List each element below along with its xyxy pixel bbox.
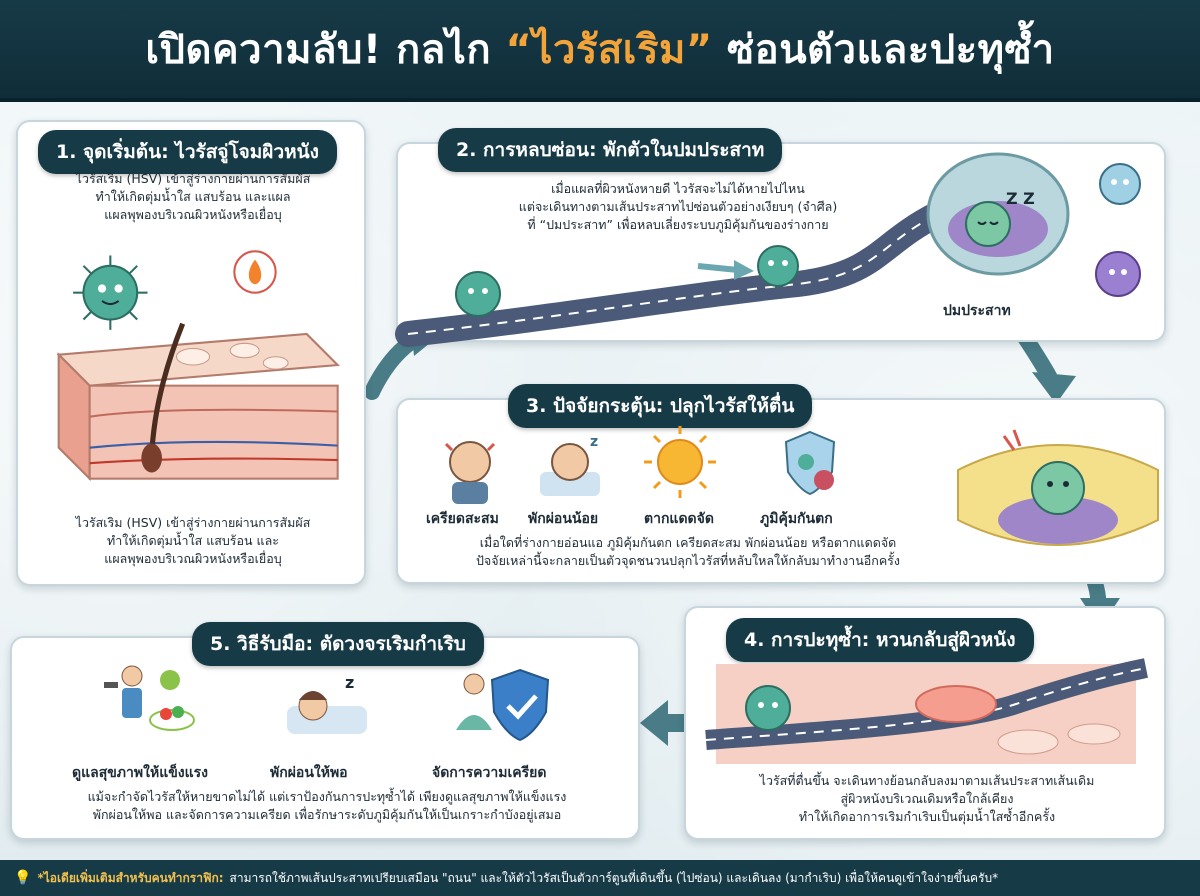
panel-initial-infection: 1. จุดเริ่มต้น: ไวรัสจู่โจมผิวหนัง ไวรัส… (16, 120, 366, 586)
exercise-icon (104, 665, 195, 731)
weak-immunity-icon (784, 430, 836, 496)
panel-1-bottom-line-2: ทำให้เกิดตุ่มน้ำใส แสบร้อน และ (107, 533, 279, 548)
panel-1-bottom-line-3: แผลพุพองบริเวณผิวหนังหรือเยื่อบุ (104, 551, 282, 566)
panel-4-line-1: ไวรัสที่ตื่นขึ้น จะเดินทางย้อนกลับลงมาตา… (759, 773, 1095, 788)
waking-virus-illustration (957, 429, 1159, 546)
panel-3-line-1: เมื่อใดที่ร่างกายอ่อนแอ ภูมิคุ้มกันตก เค… (479, 535, 897, 550)
footer-tip-text: สามารถใช้ภาพเส้นประสาทเปรียบเสมือน "ถนน"… (229, 870, 999, 885)
panel-3-title: 3. ปัจจัยกระตุ้น: ปลุกไวรัสให้ตื่น (508, 384, 813, 428)
panel-3-line-2: ปัจจัยเหล่านี้จะกลายเป็นตัวจุดชนวนปลุกไว… (475, 553, 900, 568)
panel-5-text: แม้จะกำจัดไวรัสให้หายขาดไม่ได้ แต่เราป้อ… (22, 788, 632, 824)
panel-2-line-3: ที่ “ปมประสาท” เพื่อหลบเลี่ยงระบบภูมิคุ้… (527, 217, 829, 232)
page-title: เปิดความลับ! กลไก “ไวรัสเริม” ซ่อนตัวและ… (145, 17, 1054, 81)
panel-4-line-2: สู่ผิวหนังบริเวณเดิมหรือใกล้เคียง (840, 791, 1014, 806)
panel-5-title: 5. วิธีรับมือ: ตัดวงจรเริมกำเริบ (192, 622, 484, 666)
skin-cross-section-illustration (56, 250, 340, 482)
trigger-label-sun: ตากแดดจัด (644, 511, 714, 527)
panel-1-top-line-1: ไวรัสเริม (HSV) เข้าสู่ร่างกายผ่านการสัม… (75, 171, 311, 186)
lightbulb-icon: 💡 (14, 870, 32, 886)
prevention-label-health: ดูแลสุขภาพให้แข็งแรง (72, 765, 209, 781)
panel-recurrence: 4. การปะทุซ้ำ: หวนกลับสู่ผิวหนัง ไวรัสที… (684, 606, 1166, 840)
virus-icon (73, 255, 148, 330)
panel-3-text: เมื่อใดที่ร่างกายอ่อนแอ ภูมิคุ้มกันตก เค… (418, 534, 958, 570)
panel-5-line-2: พักผ่อนให้พอ และจัดการความเครียด เพื่อรั… (92, 807, 562, 822)
recurrence-illustration (705, 658, 1148, 764)
panel-2-title: 2. การหลบซ่อน: พักตัวในปมประสาท (438, 128, 783, 172)
panel-4-title: 4. การปะทุซ้ำ: หวนกลับสู่ผิวหนัง (726, 618, 1034, 662)
walking-virus-icon-2 (757, 245, 799, 287)
prevention-label-rest: พักผ่อนให้พอ (270, 765, 348, 781)
svg-text:z: z (590, 434, 598, 450)
waking-virus-icon (1031, 461, 1085, 515)
arrow-4-to-5-head (640, 700, 668, 746)
panel-1-top-line-3: แผลพุพองบริเวณผิวหนังหรือเยื่อบุ (104, 207, 282, 222)
footer-tip-label: *ไอเดียเพิ่มเติมสำหรับคนทำกราฟิก: (37, 870, 224, 885)
footer-tip: 💡 *ไอเดียเพิ่มเติมสำหรับคนทำกราฟิก: สามา… (0, 860, 1200, 896)
immune-cell-icon-2 (1095, 251, 1141, 297)
trigger-label-stress: เครียดสะสม (426, 511, 499, 527)
panel-prevention: 5. วิธีรับมือ: ตัดวงจรเริมกำเริบ z ดูแลส… (10, 622, 640, 840)
panel-2-line-2: แต่จะเดินทางตามเส้นประสาทไปซ่อนตัวอย่างเ… (518, 199, 838, 214)
returning-virus-icon (745, 685, 791, 731)
sleeping-virus-icon (965, 201, 1011, 247)
walking-virus-icon-1 (455, 271, 501, 317)
panel-2-text: เมื่อแผลที่ผิวหนังหายดี ไวรัสจะไม่ได้หาย… (458, 180, 898, 234)
meditation-shield-icon (456, 668, 550, 742)
trigger-label-immunity: ภูมิคุ้มกันตก (760, 511, 833, 527)
header-banner: เปิดความลับ! กลไก “ไวรัสเริม” ซ่อนตัวและ… (0, 0, 1200, 102)
prevention-label-stress: จัดการความเครียด (432, 765, 547, 781)
panel-4-line-3: ทำให้เกิดอาการเริมกำเริบเป็นตุ่มน้ำใสซ้ำ… (798, 809, 1056, 824)
nerve-road-illustration: Z Z (395, 152, 1141, 347)
title-highlight: “ไวรัสเริม” (505, 27, 713, 73)
panel-1-title: 1. จุดเริ่มต้น: ไวรัสจู่โจมผิวหนัง (38, 130, 337, 174)
title-part-1: เปิดความลับ! กลไก (145, 27, 506, 73)
panel-1-bottom-line-1: ไวรัสเริม (HSV) เข้าสู่ร่างกายผ่านการสัม… (75, 515, 311, 530)
panel-1-text-bottom: ไวรัสเริม (HSV) เข้าสู่ร่างกายผ่านการสัม… (28, 514, 358, 568)
panel-4-text: ไวรัสที่ตื่นขึ้น จะเดินทางย้อนกลับลงมาตา… (696, 772, 1158, 826)
panel-2-line-1: เมื่อแผลที่ผิวหนังหายดี ไวรัสจะไม่ได้หาย… (551, 181, 805, 196)
trigger-icons: z (444, 426, 836, 504)
fire-icon (233, 250, 277, 294)
panel-1-top-line-2: ทำให้เกิดตุ่มน้ำใส แสบร้อน และแผล (95, 189, 291, 204)
panel-5-line-1: แม้จะกำจัดไวรัสให้หายขาดไม่ได้ แต่เราป้อ… (87, 789, 567, 804)
arrow-4-to-5 (664, 714, 686, 732)
panel-1-text-top: ไวรัสเริม (HSV) เข้าสู่ร่างกายผ่านการสัม… (28, 170, 358, 224)
svg-text:z: z (345, 673, 354, 692)
sleep-icon: z (287, 673, 367, 734)
sun-icon (644, 426, 716, 498)
panel-hiding: 2. การหลบซ่อน: พักตัวในปมประสาท เมื่อแผล… (395, 128, 1166, 347)
arrow-2-to-3-head (1032, 372, 1076, 404)
stress-icon (444, 441, 496, 504)
ganglion-label: ปมประสาท (943, 303, 1011, 319)
sleep-zz: Z Z (1006, 189, 1035, 208)
tired-icon: z (540, 434, 600, 496)
title-part-2: ซ่อนตัวและปะทุซ้ำ (712, 27, 1055, 73)
prevention-icons: z (104, 665, 550, 742)
panel-triggers: 3. ปัจจัยกระตุ้น: ปลุกไวรัสให้ตื่น z (396, 384, 1166, 584)
trigger-label-tired: พักผ่อนน้อย (528, 511, 599, 527)
immune-cell-icon-1 (1099, 163, 1141, 205)
